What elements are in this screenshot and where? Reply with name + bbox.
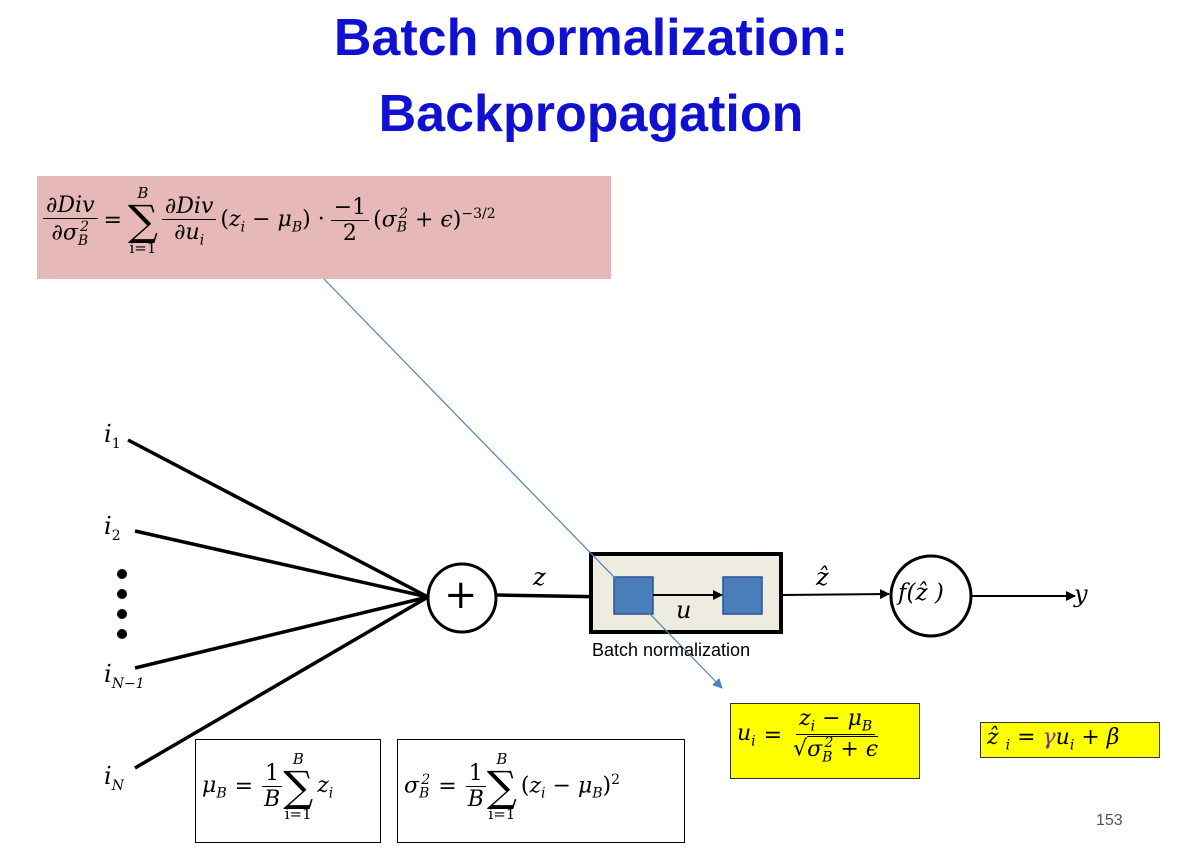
adder-node <box>426 562 498 634</box>
pointer-arrow <box>323 278 723 689</box>
bn-inner-node-2 <box>722 576 763 615</box>
z-label: z <box>533 563 546 591</box>
input-label-3: iN−1 <box>104 660 145 692</box>
scale-shift-formula: ẑ i = γui + β <box>980 722 1160 758</box>
zhat-arrow <box>780 589 890 600</box>
input-label-2: i2 <box>104 512 121 544</box>
slide-title-line1: Batch normalization: <box>333 9 849 67</box>
ellipsis-dot <box>117 569 127 579</box>
y-label: y <box>1074 580 1088 608</box>
plus-sign: + <box>444 572 478 618</box>
batch-norm-caption: Batch normalization <box>592 640 751 660</box>
ellipsis-dot <box>117 589 127 599</box>
normalization-formula: ui = zi − μB√σB2 + ϵ <box>730 703 920 779</box>
u-label: u <box>676 596 692 624</box>
input-label-4: iN <box>104 762 124 794</box>
zhat-label: ẑ <box>816 563 829 591</box>
input-line-4 <box>134 595 429 770</box>
activation-label: f(ẑ ) <box>898 580 944 606</box>
slide-title-line2: Backpropagation <box>378 85 804 143</box>
input-line-3 <box>134 595 429 670</box>
input-line-2 <box>134 529 429 599</box>
input-line-1 <box>127 438 429 599</box>
page-number: 153 <box>1096 812 1123 829</box>
ellipsis-dot <box>117 609 127 619</box>
input-label-1: i1 <box>104 420 121 452</box>
ellipsis-dot <box>117 629 127 639</box>
